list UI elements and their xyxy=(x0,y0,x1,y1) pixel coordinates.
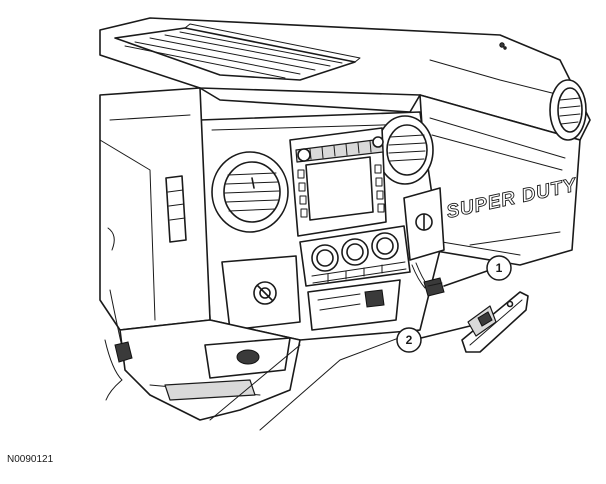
instrument-cluster-side xyxy=(99,87,211,331)
left-center-air-vent xyxy=(211,151,289,233)
figure-id-label: N0090121 xyxy=(7,454,54,465)
electrical-connector xyxy=(411,262,445,297)
callout-2: 2 xyxy=(396,327,422,353)
callout-1: 1 xyxy=(486,255,512,281)
radio-display-unit xyxy=(289,127,387,237)
headlamp-switch-panel xyxy=(221,255,301,331)
dash-top xyxy=(99,17,591,141)
lower-center-switches xyxy=(307,279,401,331)
lower-left-knee-panel xyxy=(104,289,421,431)
callout-leaders xyxy=(420,270,488,339)
climate-control-knobs xyxy=(299,225,411,287)
passenger-dash-panel xyxy=(419,94,581,266)
mounting-bracket xyxy=(461,291,529,353)
right-side-air-vent xyxy=(549,79,587,141)
callout-2-number: 2 xyxy=(406,333,413,347)
callout-1-number: 1 xyxy=(496,261,503,275)
right-center-air-vent xyxy=(376,115,434,185)
right-switch-pod xyxy=(403,187,445,261)
